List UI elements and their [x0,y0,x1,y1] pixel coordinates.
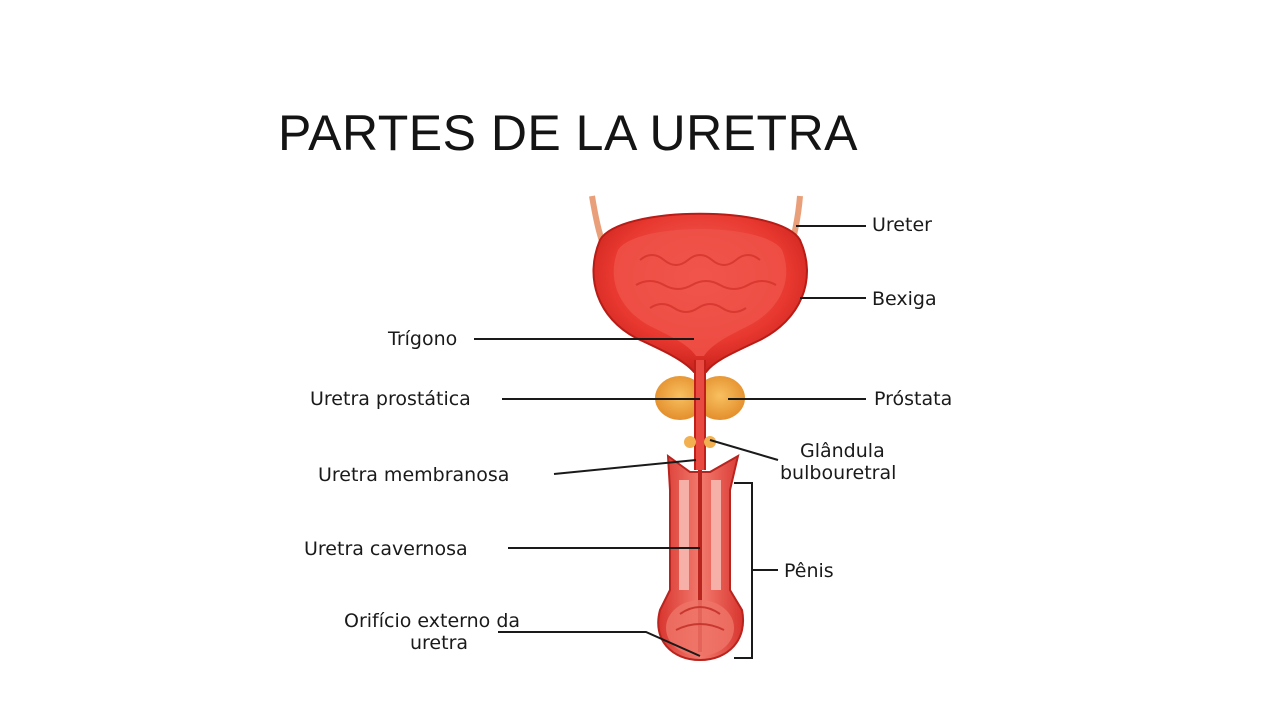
leader-uretra-membranosa [553,459,697,475]
label-orificio-line2: uretra [410,632,469,654]
label-uretra-prostatica: Uretra prostática [310,388,471,410]
label-glandula-line1: Glândula [800,440,885,462]
label-ureter: Ureter [872,214,932,236]
label-penis: Pênis [784,560,834,582]
label-uretra-membranosa: Uretra membranosa [318,464,510,486]
bladder-inner-wall [613,229,787,356]
label-glandula-line2: bulbouretral [780,462,897,484]
prostate-gland-right [695,376,745,420]
page-title: PARTES DE LA URETRA [278,105,859,161]
label-prostata: Próstata [874,388,953,410]
bladder-folds [635,254,777,313]
bulbourethral-gland-right [704,436,716,448]
leader-orificio [498,631,701,657]
label-uretra-cavernosa: Uretra cavernosa [304,538,468,560]
bulbourethral-gland-left [684,436,696,448]
leader-glandula [709,439,779,461]
label-trigono: Trígono [388,328,458,350]
label-bexiga: Bexiga [872,288,937,310]
glans [666,600,734,656]
label-orificio-line1: Orifício externo da [344,610,521,632]
glans-detail [675,606,725,631]
